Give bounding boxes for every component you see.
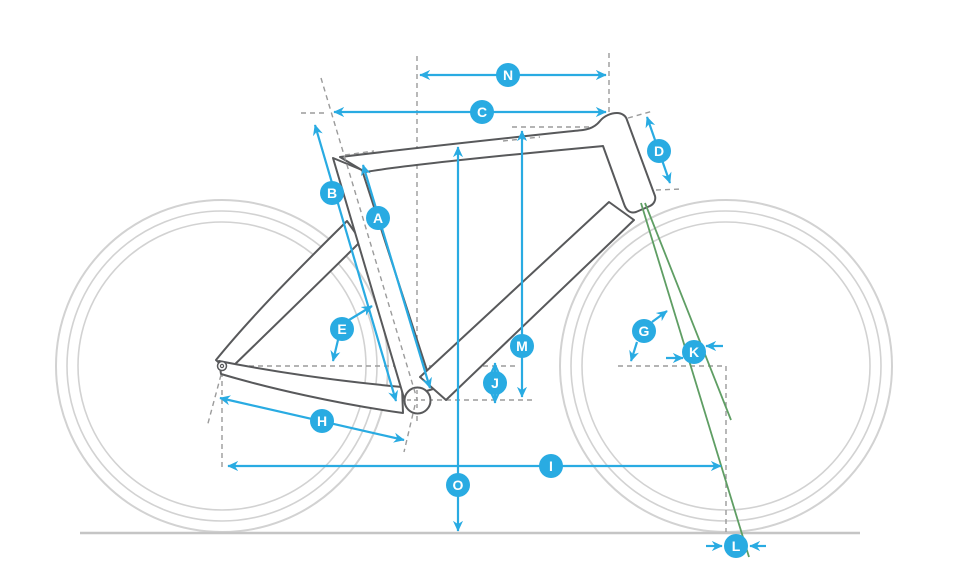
steering-axis-line xyxy=(640,202,750,558)
dimension-label-I: I xyxy=(539,454,563,478)
dimension-label-L: L xyxy=(724,534,748,558)
dimension-label-G: G xyxy=(632,319,656,343)
dim-arrow-E-up xyxy=(348,305,373,321)
label-letter-L: L xyxy=(732,538,741,554)
dimension-label-E: E xyxy=(330,317,354,341)
dim-arrow-G-up xyxy=(651,310,668,323)
label-letter-O: O xyxy=(453,477,464,493)
dimension-label-J: J xyxy=(483,371,507,395)
label-letter-N: N xyxy=(503,67,513,83)
dim-arrow-G-down xyxy=(629,341,639,362)
dimension-label-O: O xyxy=(446,473,470,497)
label-letter-A: A xyxy=(373,210,383,226)
fork-steering-axis-lines xyxy=(640,202,750,558)
label-letter-K: K xyxy=(689,344,699,360)
dimension-label-A: A xyxy=(366,206,390,230)
dimension-label-K: K xyxy=(682,340,706,364)
dimension-labels: N C B A D E M G K J H I O L xyxy=(310,63,748,558)
label-letter-I: I xyxy=(549,458,553,474)
label-letter-J: J xyxy=(491,375,499,391)
seat-stay xyxy=(215,220,362,372)
bike-frame xyxy=(215,112,657,415)
seat-tube xyxy=(332,157,434,399)
dimension-label-C: C xyxy=(470,100,494,124)
dim-line-A xyxy=(361,164,432,389)
label-letter-C: C xyxy=(477,104,487,120)
dimension-label-N: N xyxy=(496,63,520,87)
label-letter-D: D xyxy=(654,143,664,159)
fork-offset-line xyxy=(644,202,732,421)
dim-arrow-E-down xyxy=(330,339,341,362)
dimension-label-B: B xyxy=(320,181,344,205)
dimension-label-H: H xyxy=(310,409,334,433)
down-tube xyxy=(419,201,635,401)
top-tube-head-tube xyxy=(339,112,657,214)
rear-axle xyxy=(219,363,225,369)
dimension-label-M: M xyxy=(510,334,534,358)
dimension-label-D: D xyxy=(647,139,671,163)
label-letter-E: E xyxy=(337,321,346,337)
label-letter-G: G xyxy=(639,323,650,339)
label-letter-H: H xyxy=(317,413,327,429)
label-letter-M: M xyxy=(516,338,528,354)
label-letter-B: B xyxy=(327,185,337,201)
